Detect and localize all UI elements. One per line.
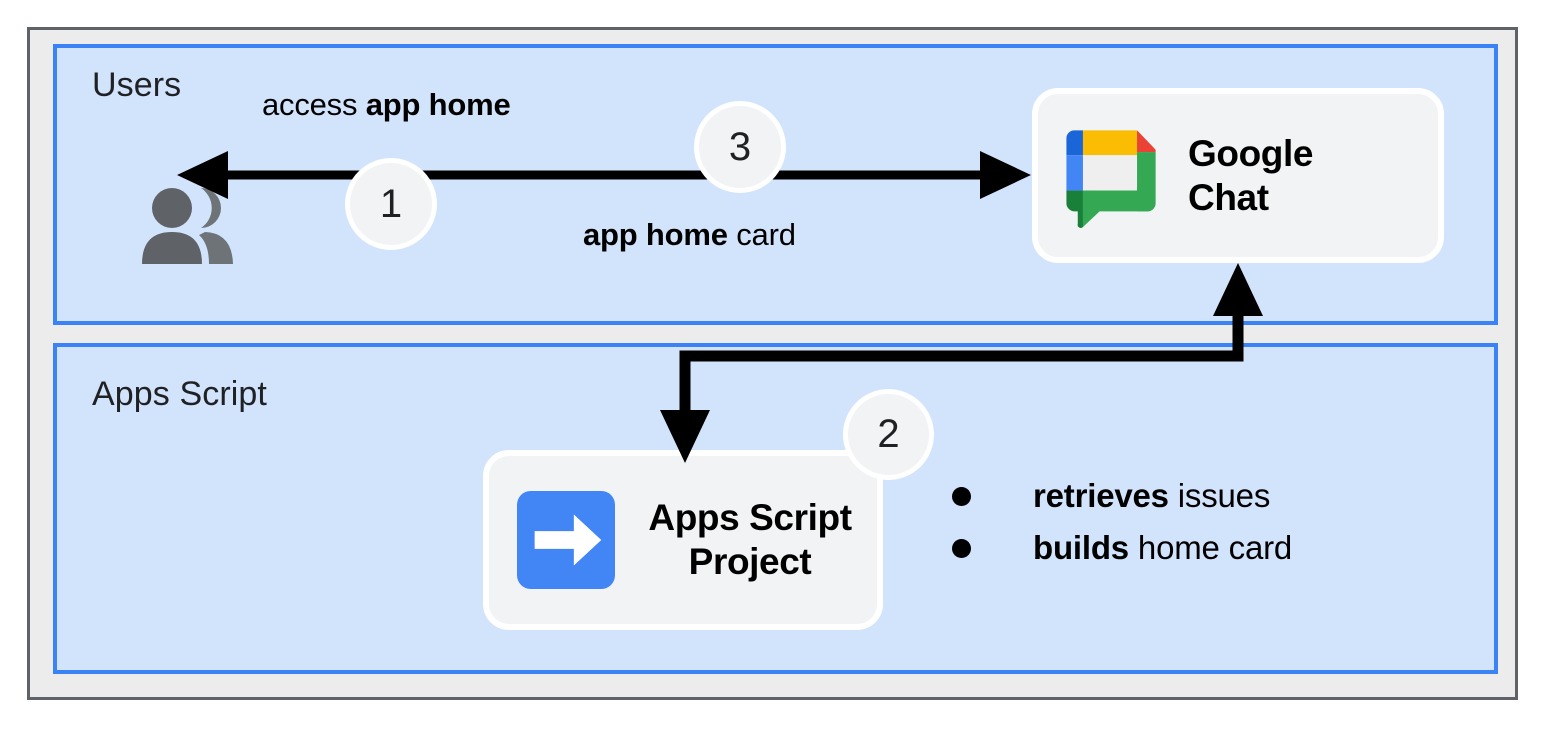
bullet-dot-icon — [952, 486, 971, 506]
step-badge-1: 1 — [345, 158, 437, 250]
flow-label-access-emphasis: app home — [365, 87, 511, 122]
users-people-icon — [142, 188, 233, 264]
list-item: retrieves issues — [952, 470, 1292, 522]
card-apps-script-project-title: Apps Script Project — [648, 497, 852, 582]
card-google-chat[interactable]: Google Chat — [1032, 88, 1444, 263]
list-item-label: builds home card — [1033, 529, 1292, 567]
apps-script-project-arrow-icon — [517, 491, 615, 589]
list-item-emphasis: retrieves — [1033, 477, 1169, 514]
google-chat-logo-icon — [1066, 129, 1156, 228]
list-item-rest: issues — [1168, 477, 1271, 514]
flow-label-card-suffix: card — [727, 217, 796, 252]
step-badge-2: 2 — [843, 389, 934, 480]
flow-label-card-emphasis: app home — [583, 217, 728, 252]
panel-users-label: Users — [92, 66, 182, 104]
card-apps-script-project[interactable]: Apps Script Project — [483, 450, 883, 630]
bullet-dot-icon — [952, 538, 971, 558]
card-google-chat-title: Google Chat — [1188, 132, 1314, 218]
list-item-rest: home card — [1128, 529, 1293, 566]
flow-label-access-prefix: access — [262, 87, 366, 122]
panel-apps-script-label: Apps Script — [92, 375, 267, 413]
flow-label-app-home-card: app home card — [583, 217, 796, 253]
list-item-label: retrieves issues — [1033, 477, 1270, 515]
list-item: builds home card — [952, 522, 1292, 574]
step-badge-3: 3 — [694, 101, 786, 193]
apps-script-actions-list: retrieves issues builds home card — [952, 470, 1292, 574]
list-item-emphasis: builds — [1033, 529, 1129, 566]
flow-label-access-app-home: access app home — [262, 87, 511, 123]
